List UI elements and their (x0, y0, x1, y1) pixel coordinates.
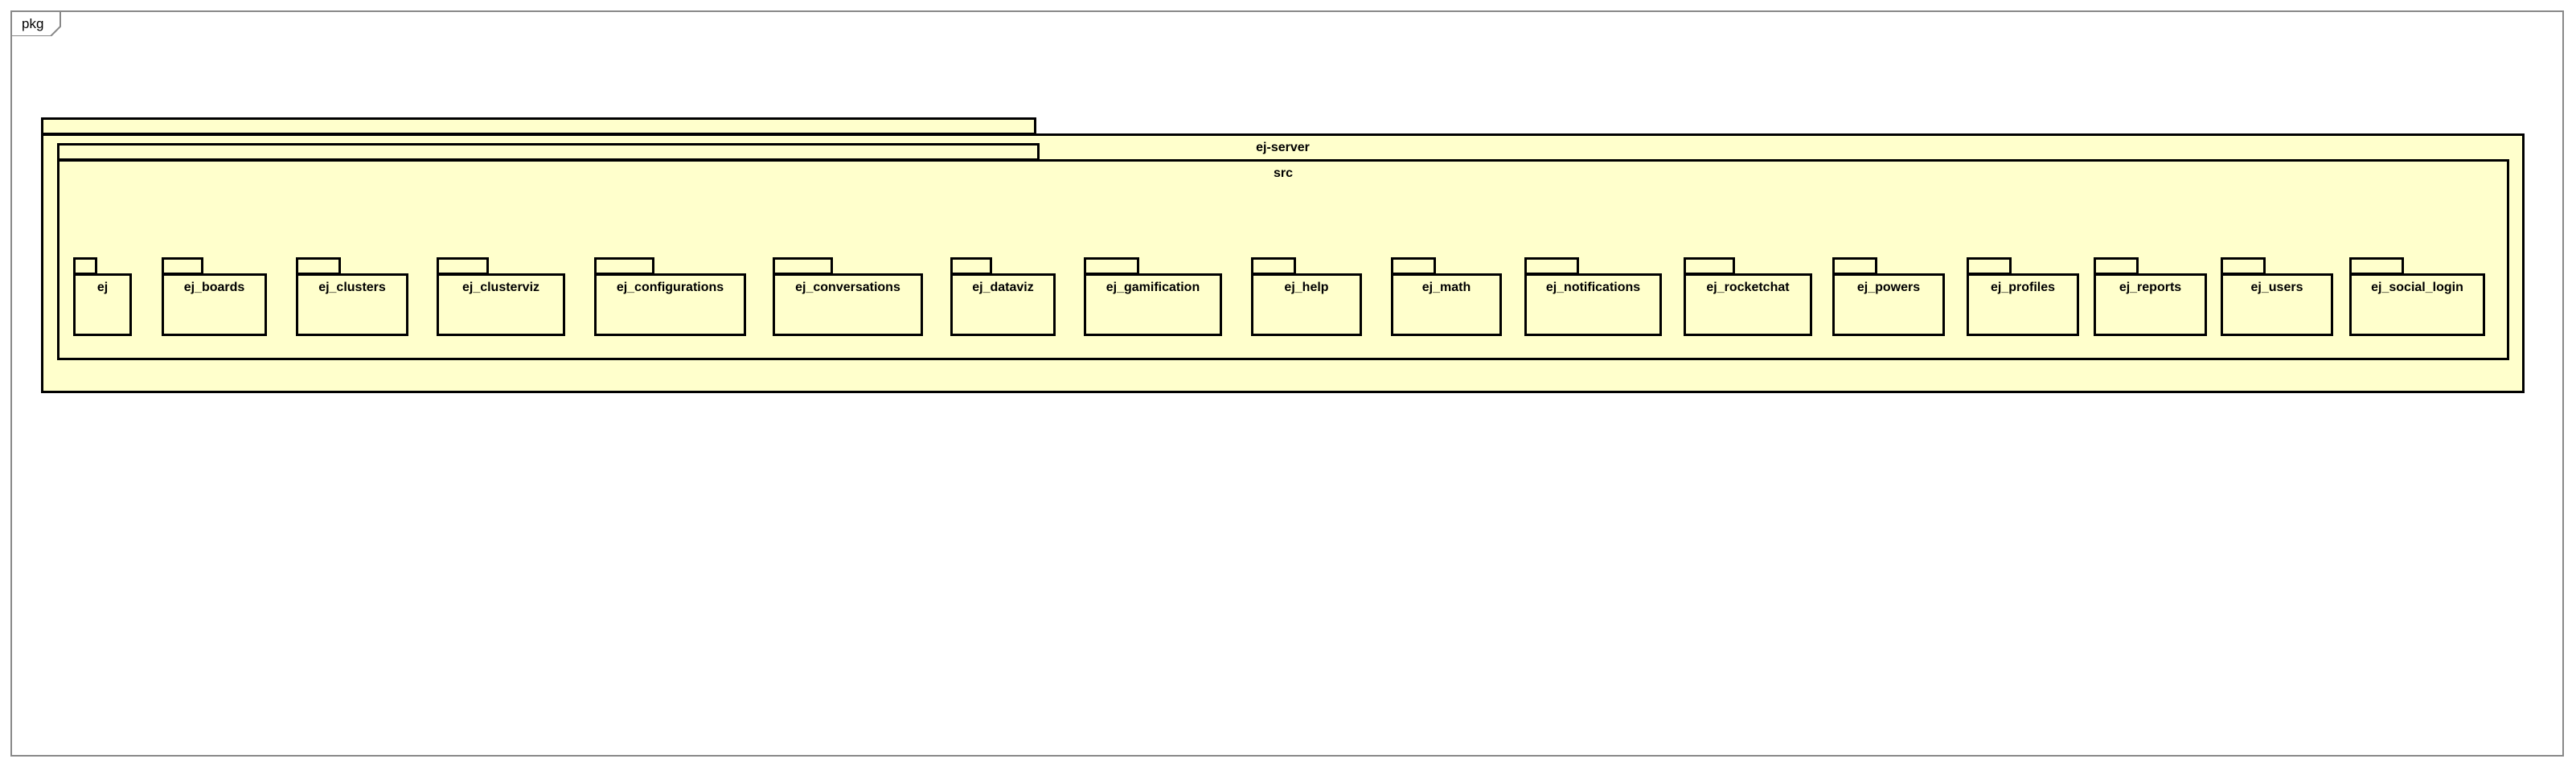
package-title: ej_configurations (616, 281, 724, 294)
package-title: ej_clusterviz (461, 281, 540, 294)
package-title: src (1273, 166, 1294, 180)
package-ej-help[interactable]: ej_help (1251, 257, 1362, 336)
package-title: ej_help (1284, 281, 1329, 294)
package-ej-clusterviz[interactable]: ej_clusterviz (437, 257, 565, 336)
package-ej-boards[interactable]: ej_boards (162, 257, 267, 336)
package-title: ej-server (1256, 141, 1310, 154)
package-ej-gamification[interactable]: ej_gamification (1084, 257, 1222, 336)
package-tab (1967, 257, 2012, 275)
package-ej[interactable]: ej (73, 257, 132, 336)
package-tab (773, 257, 833, 275)
package-title: ej_clusters (318, 281, 386, 294)
package-tab (1832, 257, 1877, 275)
package-ej-profiles[interactable]: ej_profiles (1967, 257, 2079, 336)
package-title: ej_boards (183, 281, 245, 294)
package-title: ej_profiles (1990, 281, 2056, 294)
package-tab (1524, 257, 1579, 275)
package-body: ej_math (1391, 273, 1502, 336)
package-ej-reports[interactable]: ej_reports (2094, 257, 2207, 336)
package-tab (950, 257, 992, 275)
package-title: ej_notifications (1545, 281, 1641, 294)
diagram-frame: pkg (10, 10, 2564, 757)
package-ej-notifications[interactable]: ej_notifications (1524, 257, 1662, 336)
package-title: ej_math (1421, 281, 1471, 294)
package-ej-configurations[interactable]: ej_configurations (594, 257, 746, 336)
package-ej-rocketchat[interactable]: ej_rocketchat (1684, 257, 1812, 336)
package-body: ej (73, 273, 132, 336)
package-tab (162, 257, 203, 275)
package-ej-clusters[interactable]: ej_clusters (296, 257, 408, 336)
package-title: ej_dataviz (972, 281, 1034, 294)
package-title: ej_reports (2119, 281, 2182, 294)
package-title: ej_users (2250, 281, 2303, 294)
package-body: ej_help (1251, 273, 1362, 336)
package-tab (594, 257, 654, 275)
package-body: ej_configurations (594, 273, 746, 336)
package-body: ej_powers (1832, 273, 1945, 336)
package-body: ej_rocketchat (1684, 273, 1812, 336)
package-body: ej_notifications (1524, 273, 1662, 336)
package-ej-powers[interactable]: ej_powers (1832, 257, 1945, 336)
package-tab (41, 117, 1036, 135)
package-body: ej_boards (162, 273, 267, 336)
package-body: ej_social_login (2349, 273, 2485, 336)
package-title: ej (96, 281, 109, 294)
package-title: ej_powers (1856, 281, 1921, 294)
package-tab (1684, 257, 1735, 275)
package-body: ej_users (2221, 273, 2333, 336)
package-tab (296, 257, 341, 275)
package-body: ej_reports (2094, 273, 2207, 336)
package-title: ej_social_login (2371, 281, 2463, 294)
frame-label: pkg (12, 12, 62, 36)
package-tab (437, 257, 489, 275)
package-body: ej_clusters (296, 273, 408, 336)
package-title: ej_rocketchat (1706, 281, 1790, 294)
package-tab (1391, 257, 1436, 275)
frame-label-corner-icon (12, 12, 61, 36)
package-ej-math[interactable]: ej_math (1391, 257, 1502, 336)
package-body: ej_clusterviz (437, 273, 565, 336)
frame-label-text: pkg (22, 16, 44, 31)
package-tab (1084, 257, 1139, 275)
package-title: ej_gamification (1105, 281, 1200, 294)
package-ej-conversations[interactable]: ej_conversations (773, 257, 923, 336)
package-ej-users[interactable]: ej_users (2221, 257, 2333, 336)
package-body: ej_profiles (1967, 273, 2079, 336)
package-tab (2094, 257, 2139, 275)
package-tab (2349, 257, 2404, 275)
package-body: ej_gamification (1084, 273, 1222, 336)
package-tab (2221, 257, 2266, 275)
package-tab (57, 143, 1040, 161)
package-body: ej_conversations (773, 273, 923, 336)
package-ej-dataviz[interactable]: ej_dataviz (950, 257, 1056, 336)
package-body: ej_dataviz (950, 273, 1056, 336)
package-ej-social-login[interactable]: ej_social_login (2349, 257, 2485, 336)
package-title: ej_conversations (795, 281, 900, 294)
package-tab (73, 257, 97, 275)
package-tab (1251, 257, 1296, 275)
